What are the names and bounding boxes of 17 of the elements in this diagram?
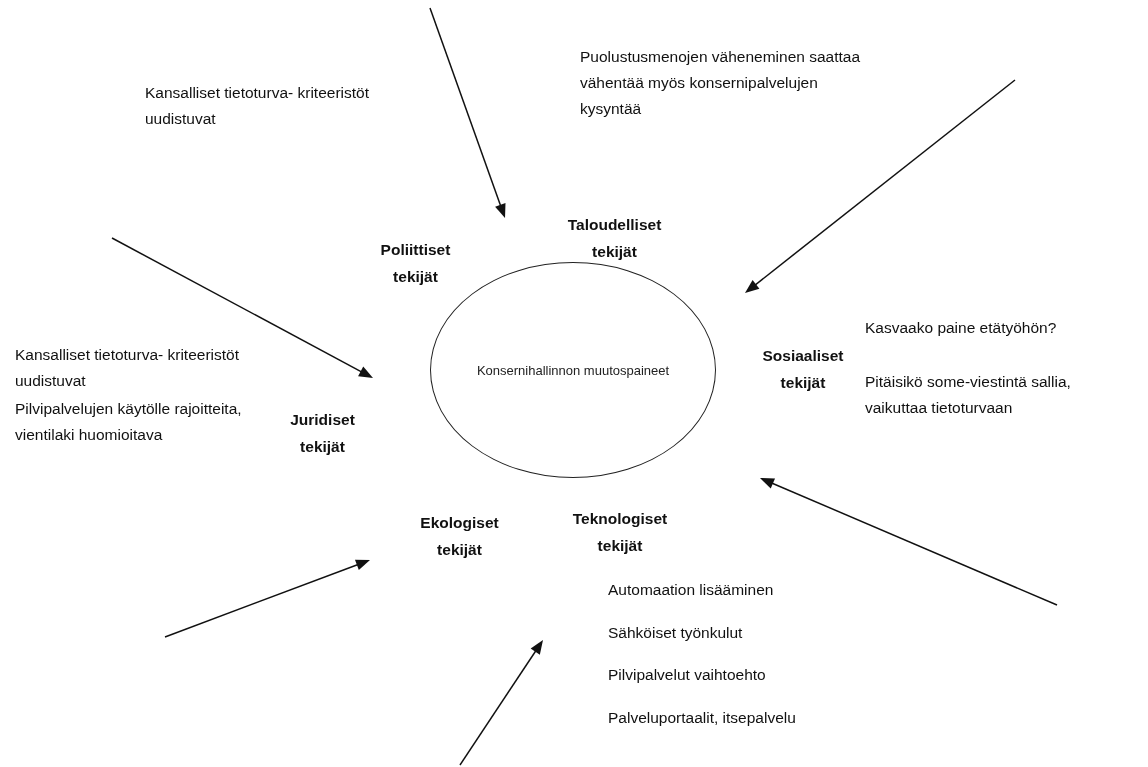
note-text: Kansalliset tietoturva- kriteeristöt uudistuvat [145, 83, 370, 129]
note-text: Palveluportaalit, itsepalvelu [608, 708, 797, 728]
note-text: Sähköiset työnkulut [608, 623, 744, 643]
factor-label: Teknologiset tekijät [571, 509, 669, 556]
node-label: Konsernihallinnon muutospaineet [476, 362, 670, 378]
note-text: Kansalliset tietoturva- kriteeristöt uudistuvat [15, 345, 240, 391]
factor-label: Sosiaaliset tekijät [761, 346, 845, 393]
note-text: Pilvipalvelut vaihtoehto [608, 665, 767, 685]
note-text: Pilvipalvelujen käytölle rajoitteita, vientilaki huomioitava [15, 399, 243, 445]
note-text: Automaation lisääminen [608, 580, 775, 600]
factor-label: Ekologiset tekijät [419, 513, 500, 560]
factor-label: Taloudelliset tekijät [566, 215, 663, 262]
note-text: Kasvaako paine etätyöhön? [865, 318, 1058, 338]
note-text: Puolustusmenojen väheneminen saattaa vähentää myös konsernipalvelujen kysyntää [580, 47, 862, 119]
note-text: Pitäisikö some-viestintä sallia, vaikuttaa tietoturvaan [865, 372, 1072, 418]
factor-label: Juridiset tekijät [289, 410, 356, 457]
factor-label: Poliittiset tekijät [379, 240, 452, 287]
